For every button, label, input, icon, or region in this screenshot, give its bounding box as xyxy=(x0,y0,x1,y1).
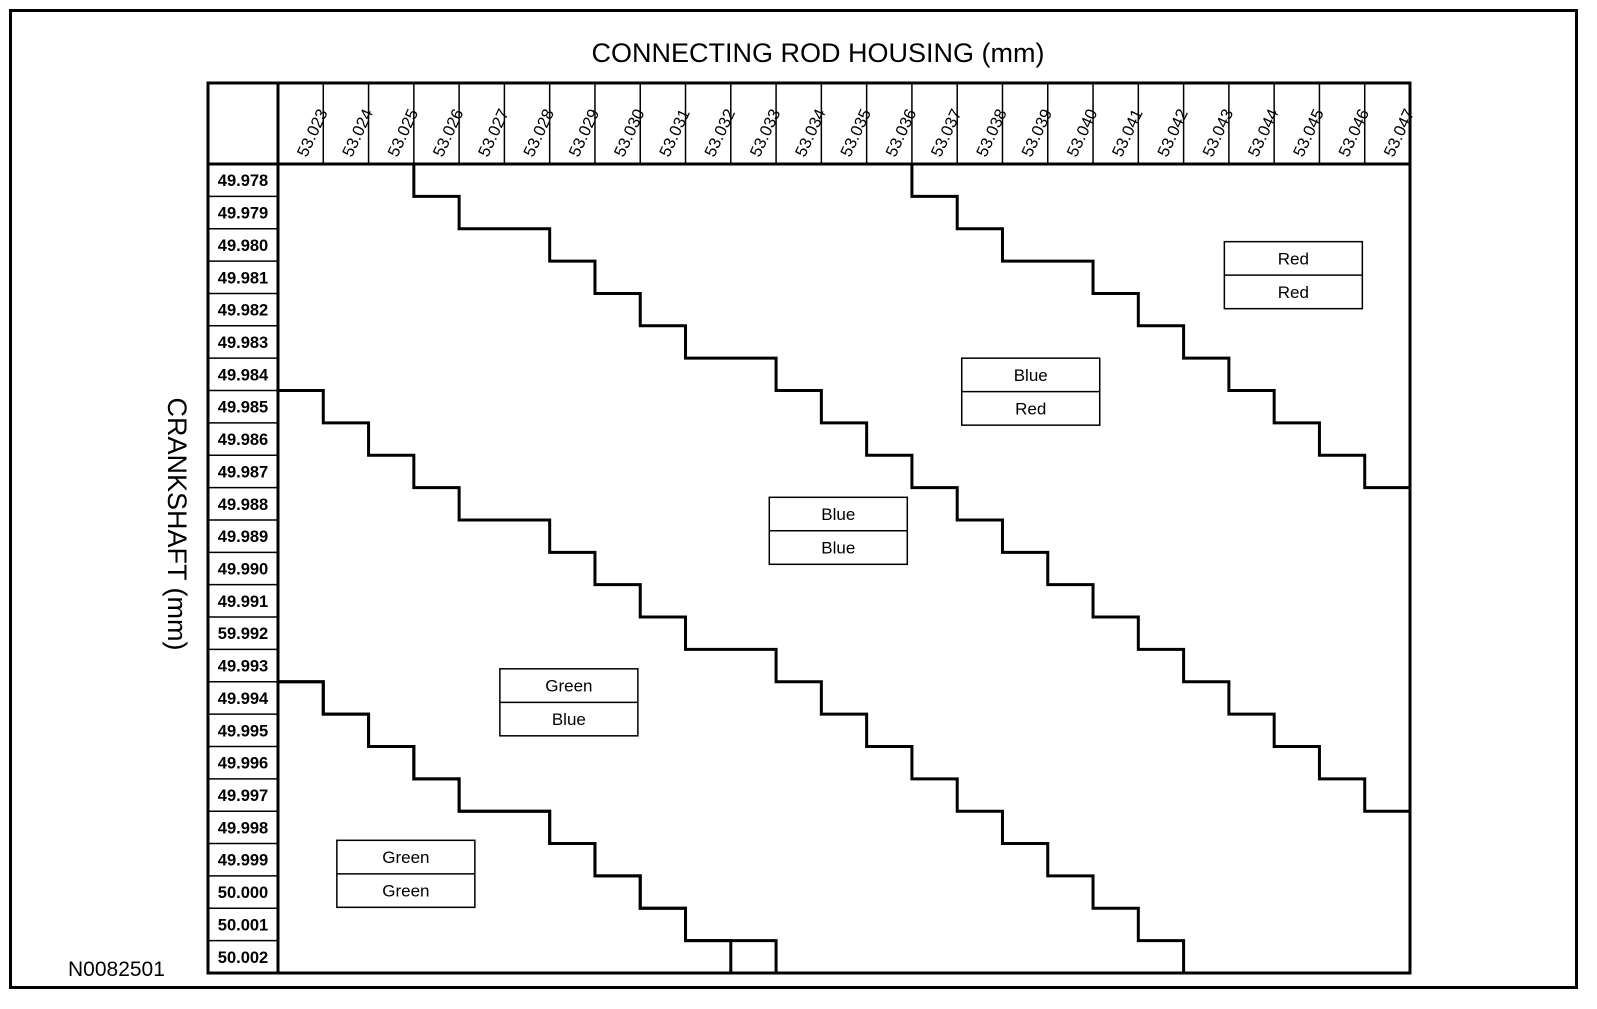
row-header-label: 49.996 xyxy=(218,755,268,773)
table-border xyxy=(206,81,1412,975)
row-header-label: 49.997 xyxy=(218,787,268,805)
column-header-label: 53.041 xyxy=(1109,106,1147,159)
row-header-label: 49.995 xyxy=(218,722,268,740)
figure-border xyxy=(9,9,1578,989)
column-header-label: 53.043 xyxy=(1200,106,1238,159)
column-header-label: 53.029 xyxy=(566,106,604,159)
column-header-label: 53.045 xyxy=(1290,106,1328,159)
column-header-label: 53.034 xyxy=(792,106,830,159)
zone-bottom-color: Blue xyxy=(821,539,855,558)
column-header-label: 53.028 xyxy=(520,106,558,159)
column-header-label: 53.044 xyxy=(1245,106,1283,159)
row-header-label: 49.983 xyxy=(218,334,268,352)
row-header-label: 50.002 xyxy=(218,949,268,967)
row-header-label: 59.992 xyxy=(218,625,268,643)
row-header-label: 49.999 xyxy=(218,852,268,870)
zone-top-color: Red xyxy=(1278,249,1309,268)
row-header-label: 49.987 xyxy=(218,463,268,481)
row-header-label: 49.990 xyxy=(218,561,268,579)
column-header-label: 53.036 xyxy=(883,106,921,159)
column-header-label: 53.042 xyxy=(1154,106,1192,159)
column-header-label: 53.047 xyxy=(1381,106,1419,159)
zone-top-color: Blue xyxy=(1014,366,1048,385)
row-header-label: 49.982 xyxy=(218,302,268,320)
column-header-label: 53.031 xyxy=(656,106,694,159)
zone-bottom-color: Blue xyxy=(552,710,586,729)
row-header-label: 49.993 xyxy=(218,658,268,676)
boundary-lines xyxy=(278,164,1410,973)
row-header-label: 49.979 xyxy=(218,205,268,223)
chart-grid xyxy=(206,81,1412,975)
boundary-4 xyxy=(278,680,733,973)
column-header-label: 53.035 xyxy=(837,106,875,159)
row-header-label: 49.994 xyxy=(218,690,269,708)
boundary-1 xyxy=(412,164,1410,813)
column-header-label: 53.032 xyxy=(701,106,739,159)
column-header-label: 53.024 xyxy=(339,106,377,159)
column-header-label: 53.040 xyxy=(1064,106,1102,159)
figure-id: N0082501 xyxy=(68,958,165,981)
row-header-label: 49.991 xyxy=(218,593,268,611)
column-header-label: 53.039 xyxy=(1018,106,1056,159)
column-header-label: 53.027 xyxy=(475,106,513,159)
zone-bottom-color: Red xyxy=(1278,283,1309,302)
row-header-label: 49.981 xyxy=(218,269,268,287)
row-header-label: 49.980 xyxy=(218,237,268,255)
row-header-label: 49.984 xyxy=(218,366,269,384)
column-header-label: 53.023 xyxy=(294,106,332,159)
zone-bottom-color: Green xyxy=(382,882,429,901)
zone-bottom-color: Red xyxy=(1015,399,1046,418)
y-axis-label: CRANKSHAFT (mm) xyxy=(162,398,192,651)
column-header-label: 53.046 xyxy=(1335,106,1373,159)
column-header-label: 53.030 xyxy=(611,106,649,159)
row-header-label: 50.000 xyxy=(218,884,268,902)
column-header-label: 53.037 xyxy=(928,106,966,159)
boundary-2 xyxy=(278,389,1186,973)
row-header-label: 49.998 xyxy=(218,819,268,837)
row-header-label: 49.986 xyxy=(218,431,268,449)
column-header-label: 53.025 xyxy=(385,106,423,159)
row-header-label: 49.985 xyxy=(218,399,268,417)
row-header-label: 50.001 xyxy=(218,916,268,934)
column-header-label: 53.033 xyxy=(747,106,785,159)
row-header-label: 49.989 xyxy=(218,528,268,546)
zone-top-color: Green xyxy=(382,848,429,867)
zone-top-color: Green xyxy=(545,677,592,696)
boundary-5 xyxy=(910,164,1410,490)
zone-top-color: Blue xyxy=(821,505,855,524)
diagram-title: CONNECTING ROD HOUSING (mm) xyxy=(592,38,1045,68)
row-header-label: 49.978 xyxy=(218,172,268,190)
column-header-label: 53.038 xyxy=(973,106,1011,159)
column-header-label: 53.026 xyxy=(430,106,468,159)
row-header-label: 49.988 xyxy=(218,496,268,514)
